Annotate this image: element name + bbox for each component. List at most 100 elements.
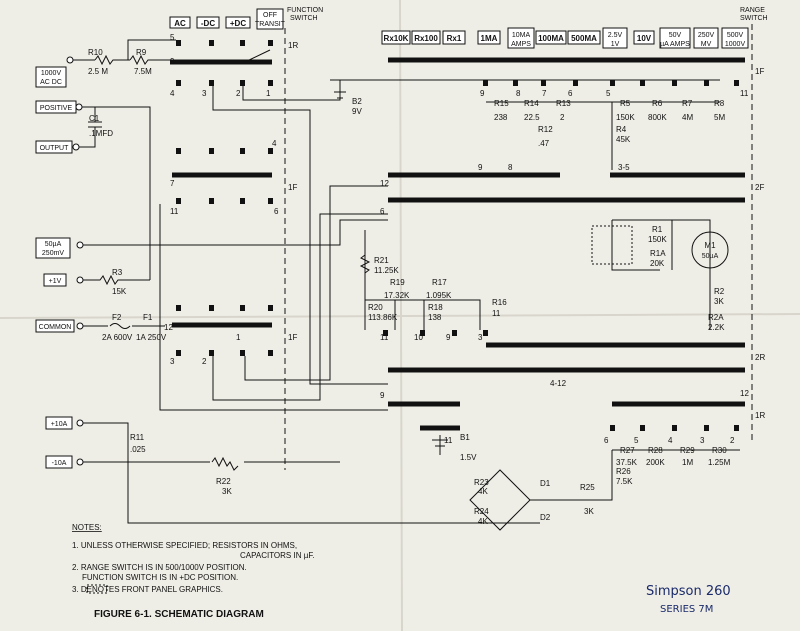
svg-text:4: 4 <box>170 89 175 98</box>
svg-text:3: 3 <box>700 436 705 445</box>
svg-text:1V: 1V <box>611 41 620 48</box>
brand-name: Simpson 260 <box>646 584 731 599</box>
svg-text:12: 12 <box>740 389 749 398</box>
svg-text:138: 138 <box>428 313 442 322</box>
jack-common: COMMON <box>35 319 84 333</box>
svg-text:7.5M: 7.5M <box>134 67 152 76</box>
svg-text:+10A: +10A <box>51 421 68 428</box>
notes: NOTES: 1. UNLESS OTHERWISE SPECIFIED; RE… <box>72 523 315 594</box>
svg-text:2: 2 <box>202 357 207 366</box>
meter-m1: M1 50µA <box>691 231 729 269</box>
svg-text:1000V: 1000V <box>725 41 746 48</box>
svg-text:B2: B2 <box>352 97 362 106</box>
svg-text:12: 12 <box>380 179 389 188</box>
svg-text:11: 11 <box>740 89 749 98</box>
svg-text:OUTPUT: OUTPUT <box>40 145 70 152</box>
svg-text:1R: 1R <box>288 41 298 50</box>
svg-text:6: 6 <box>568 89 573 98</box>
svg-text:R26: R26 <box>616 467 631 476</box>
svg-text:6: 6 <box>380 207 385 216</box>
svg-text:45K: 45K <box>616 135 631 144</box>
svg-text:20K: 20K <box>650 259 665 268</box>
svg-text:AMPS: AMPS <box>511 41 531 48</box>
svg-text:4K: 4K <box>478 487 488 496</box>
svg-text:-10A: -10A <box>52 460 67 467</box>
svg-text:500MA: 500MA <box>571 34 597 43</box>
svg-text:R27: R27 <box>620 446 635 455</box>
svg-text:6: 6 <box>274 207 279 216</box>
svg-text:11: 11 <box>380 333 389 342</box>
svg-text:R12: R12 <box>538 125 553 134</box>
svg-text:250V: 250V <box>698 32 715 39</box>
svg-text:10MA: 10MA <box>512 32 531 39</box>
svg-text:2.5 M: 2.5 M <box>88 67 108 76</box>
svg-text:MV: MV <box>701 41 712 48</box>
svg-text:9: 9 <box>380 391 385 400</box>
svg-text:113.86K: 113.86K <box>368 313 398 322</box>
svg-text:9V: 9V <box>352 107 362 116</box>
front-panel-graphic <box>591 225 633 265</box>
svg-text:1F: 1F <box>288 183 297 192</box>
svg-text:R30: R30 <box>712 446 727 455</box>
function-switch-wafer-1f-upper: 4 7 11 6 1F <box>170 139 297 216</box>
svg-text:R29: R29 <box>680 446 695 455</box>
svg-text:R16: R16 <box>492 298 507 307</box>
svg-text:3-5: 3-5 <box>618 163 630 172</box>
paper-fold-horizontal <box>0 313 800 319</box>
svg-text:R15: R15 <box>494 99 509 108</box>
svg-text:15K: 15K <box>112 287 127 296</box>
svg-text:11.25K: 11.25K <box>374 266 399 275</box>
function-switch-title-2: SWITCH <box>290 15 318 22</box>
svg-text:R10: R10 <box>88 48 103 57</box>
function-switch-header: AC -DC +DC OFF TRANSIT FUNCTION SWITCH <box>169 7 323 30</box>
svg-text:4: 4 <box>272 139 277 148</box>
svg-text:9: 9 <box>170 57 175 66</box>
svg-text:50V: 50V <box>669 32 682 39</box>
svg-text:50µA: 50µA <box>702 253 719 260</box>
svg-text:R28: R28 <box>648 446 663 455</box>
svg-text:6: 6 <box>604 436 609 445</box>
range-switch-title-1: RANGE <box>740 7 765 14</box>
svg-text:9: 9 <box>478 163 483 172</box>
svg-text:R4: R4 <box>616 125 627 134</box>
svg-text:R20: R20 <box>368 303 383 312</box>
svg-text:Rx10K: Rx10K <box>384 34 409 43</box>
svg-text:800K: 800K <box>648 113 667 122</box>
svg-text:R23: R23 <box>474 478 489 487</box>
svg-text:2F: 2F <box>755 183 764 192</box>
svg-text:238: 238 <box>494 113 508 122</box>
svg-text:R9: R9 <box>136 48 147 57</box>
svg-text:9: 9 <box>446 333 451 342</box>
svg-text:12: 12 <box>164 323 173 332</box>
svg-text:R6: R6 <box>652 99 663 108</box>
notes-heading: NOTES: <box>72 523 102 532</box>
jack-positive: POSITIVE <box>35 100 83 114</box>
note-1a: 1. UNLESS OTHERWISE SPECIFIED; RESISTORS… <box>72 541 297 550</box>
svg-text:POSITIVE: POSITIVE <box>40 105 73 112</box>
function-switch-wafer-1r: 5 9 4 3 2 1 1R <box>170 33 298 98</box>
svg-text:.025: .025 <box>130 445 146 454</box>
svg-text:1.095K: 1.095K <box>426 291 452 300</box>
svg-text:22.5: 22.5 <box>524 113 540 122</box>
svg-text:8: 8 <box>508 163 513 172</box>
svg-text:3: 3 <box>170 357 175 366</box>
svg-text:COMMON: COMMON <box>39 324 72 331</box>
jack-minus-10a: -10A <box>45 455 84 469</box>
wiring <box>73 39 740 531</box>
figure-caption: FIGURE 6-1. SCHEMATIC DIAGRAM <box>94 609 264 620</box>
paper-fold-vertical <box>399 0 403 631</box>
note-2a: 2. RANGE SWITCH IS IN 500/1000V POSITION… <box>72 563 247 572</box>
svg-text:3K: 3K <box>222 487 232 496</box>
svg-text:M1: M1 <box>704 241 716 250</box>
svg-text:D2: D2 <box>540 513 551 522</box>
svg-text:1.25M: 1.25M <box>708 458 731 467</box>
svg-text:R3: R3 <box>112 268 123 277</box>
svg-text:100MA: 100MA <box>538 34 564 43</box>
svg-text:3K: 3K <box>714 297 724 306</box>
svg-text:F1: F1 <box>143 313 153 322</box>
svg-text:7: 7 <box>542 89 547 98</box>
svg-text:Rx100: Rx100 <box>414 34 438 43</box>
svg-text:B1: B1 <box>460 433 470 442</box>
svg-text:+1V: +1V <box>49 278 62 285</box>
